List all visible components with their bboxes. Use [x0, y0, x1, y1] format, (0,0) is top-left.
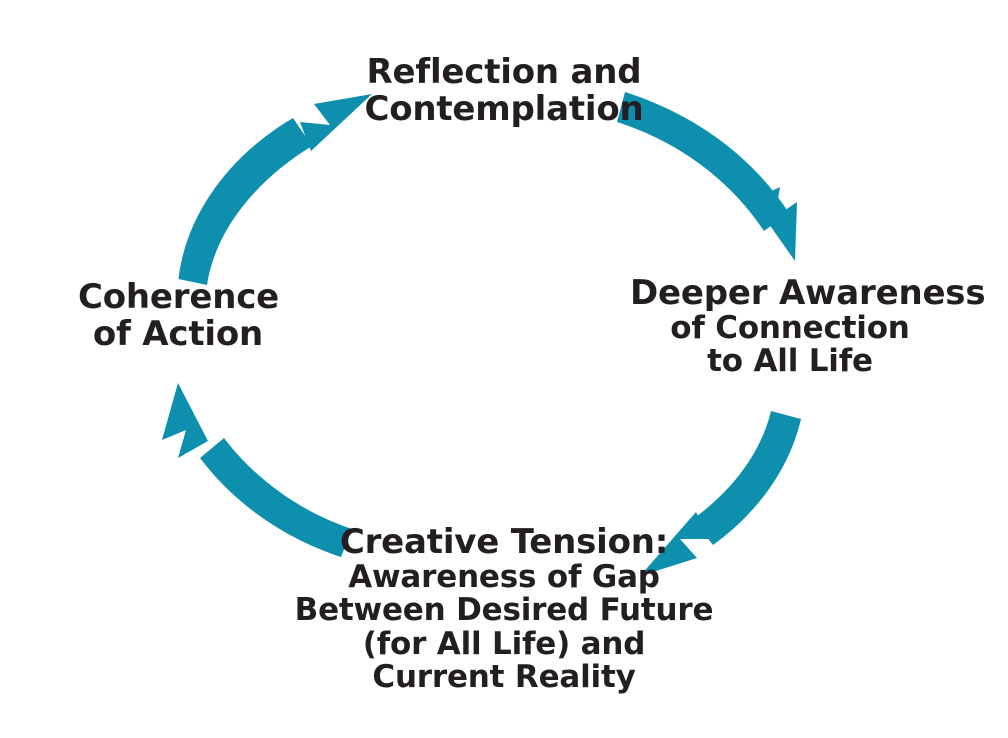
cycle-node-line: Coherence [78, 277, 280, 317]
cycle-node-line: to All Life [707, 343, 873, 380]
cycle-node-line: Deeper Awareness [630, 273, 986, 313]
cycle-node-creative-tension: Creative Tension: Awareness of Gap Betwe… [294, 524, 714, 695]
curved-arrow-awareness-to-tension [640, 411, 801, 576]
cycle-node-reflection-and-contemplation: Reflection and Contemplation [344, 54, 664, 127]
cycle-node-line: of Connection [670, 309, 910, 346]
cycle-node-line: Creative Tension: [339, 522, 669, 562]
cycle-node-line: Between Desired Future [294, 592, 714, 629]
cycle-node-line: Awareness of Gap [348, 558, 660, 595]
cycle-node-line: (for All Life) and [362, 625, 646, 662]
cycle-node-line: of Action [92, 313, 264, 354]
curved-arrow-coherence-to-reflection [178, 94, 372, 285]
cycle-node-line: Contemplation [364, 88, 644, 129]
cycle-node-coherence-of-action: Coherence of Action [78, 277, 280, 354]
cycle-node-line: Reflection and [366, 52, 642, 92]
curved-arrow-tension-to-coherence [162, 383, 352, 557]
cycle-node-line: Current Reality [372, 659, 636, 696]
curved-arrow-reflection-to-awareness [617, 92, 797, 261]
cycle-node-deeper-awareness: Deeper Awareness of Connection to All Li… [630, 273, 986, 380]
